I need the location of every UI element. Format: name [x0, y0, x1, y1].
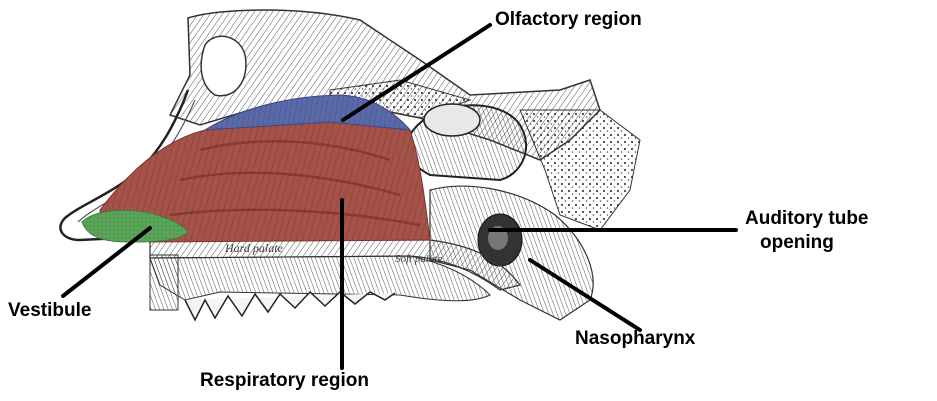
soft-palate-text: Soft palate — [395, 253, 442, 265]
vestibule-label: Vestibule — [8, 300, 91, 322]
olfactory-region-label: Olfactory region — [495, 9, 642, 31]
respiratory-region-label: Respiratory region — [200, 370, 369, 392]
frontal-sinus — [201, 36, 246, 95]
hard-palate-text: Hard palate — [224, 241, 284, 255]
auditory-tube-label-line2: opening — [760, 232, 834, 254]
upper-lip — [150, 255, 178, 310]
nasopharynx-label: Nasopharynx — [575, 328, 695, 350]
teeth — [185, 292, 395, 320]
sphenoid-sinus-cell — [424, 104, 480, 136]
auditory-tube-label-line1: Auditory tube — [745, 208, 869, 230]
